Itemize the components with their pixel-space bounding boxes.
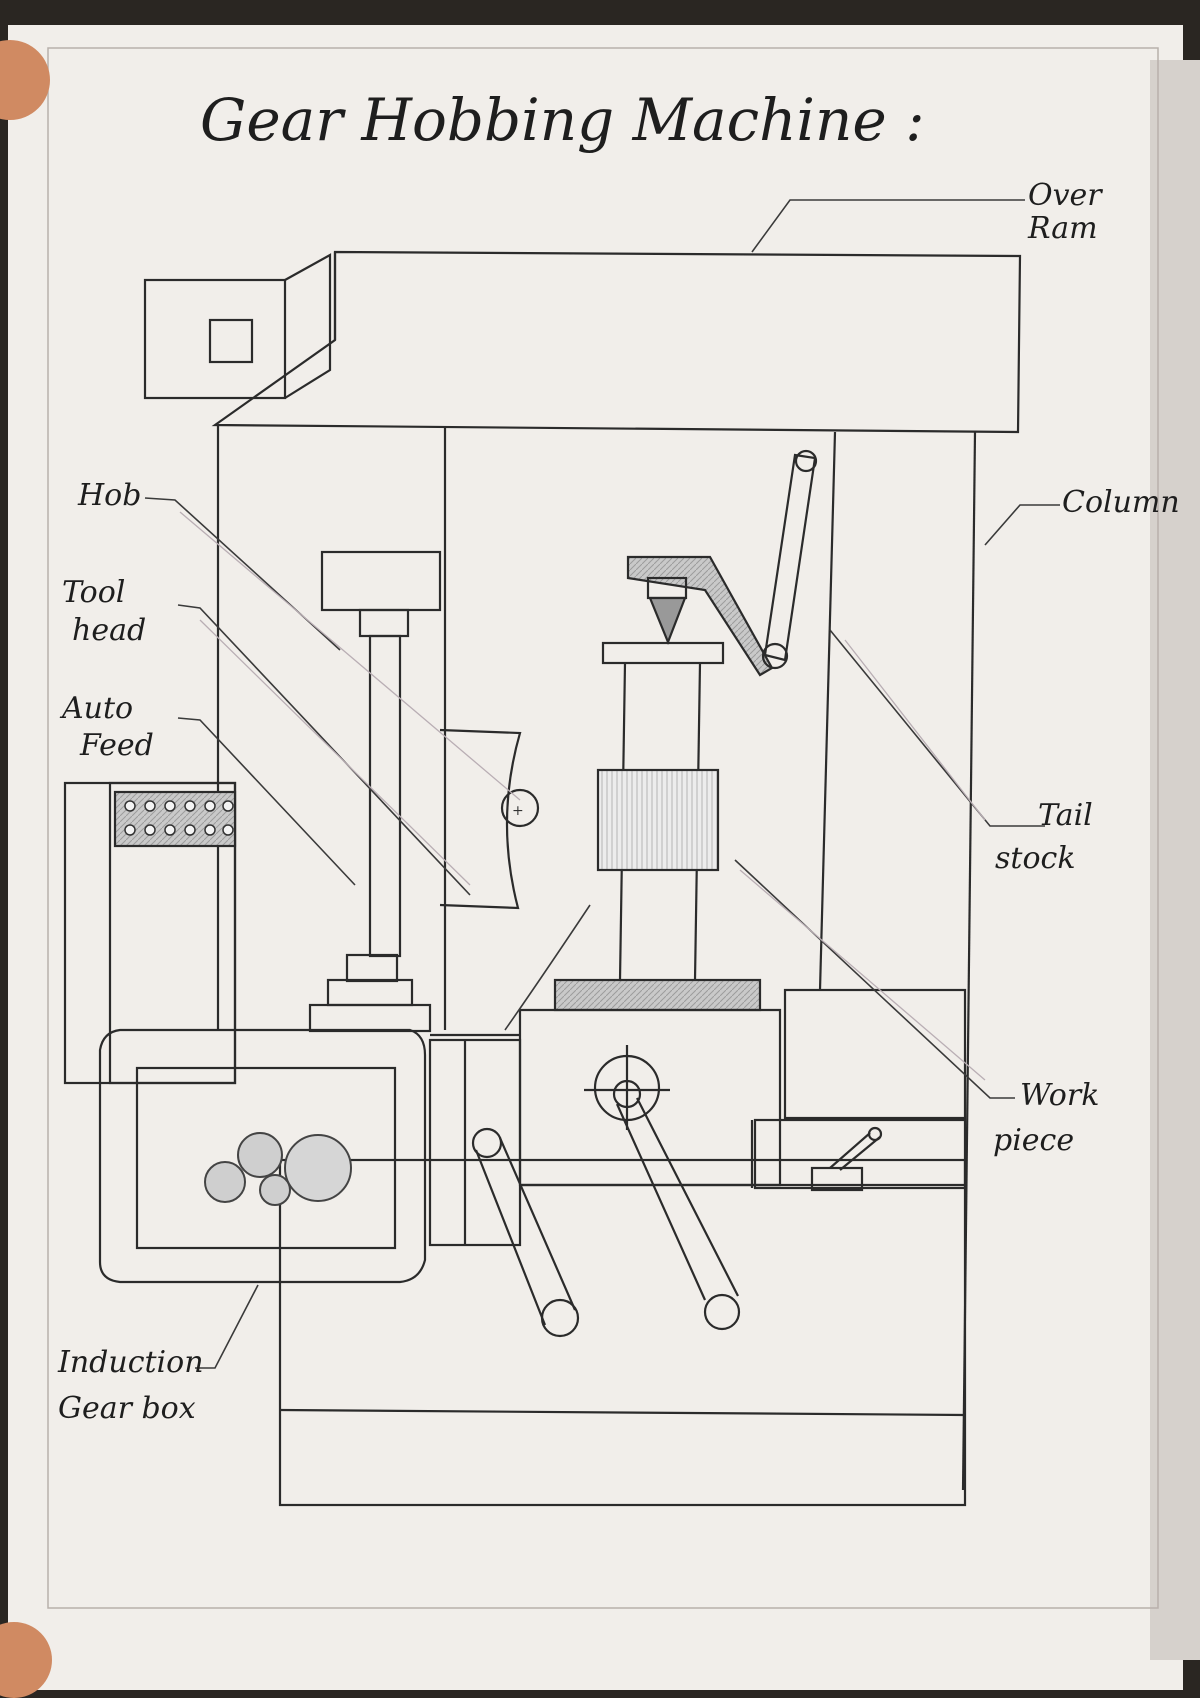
leader-lines	[144, 199, 1060, 1369]
feed-rod	[471, 1127, 580, 1338]
label-auto: Auto	[59, 691, 133, 726]
label-tail: Tail	[1038, 798, 1093, 833]
label-ram: Ram	[1027, 211, 1098, 246]
hob-centre-mark: +	[512, 803, 524, 819]
page-title: Gear Hobbing Machine :	[200, 86, 925, 154]
page-margin-box	[47, 47, 1159, 1609]
label-feed: Feed	[79, 728, 154, 763]
label-over: Over	[1028, 178, 1103, 213]
induction-gear-box	[98, 1028, 427, 1284]
label-work: Work	[1020, 1078, 1099, 1113]
machine-base	[278, 1008, 967, 1507]
finger-top	[0, 40, 50, 120]
drive-motor	[143, 253, 332, 400]
over-ram	[211, 250, 1022, 434]
hob: +	[439, 728, 540, 910]
table-spindle	[584, 1045, 741, 1331]
label-stock: stock	[995, 841, 1076, 876]
work-piece	[553, 641, 762, 1012]
finger-bottom	[0, 1622, 52, 1698]
label-hob: Hob	[77, 478, 141, 513]
tail-stock	[626, 449, 818, 677]
label-gear-box: Gear box	[58, 1391, 196, 1426]
label-tool: Tool	[62, 575, 125, 610]
label-induction: Induction	[57, 1345, 204, 1380]
label-head: head	[72, 613, 146, 648]
label-piece: piece	[993, 1123, 1074, 1158]
tool-head	[308, 550, 442, 1033]
auto-feed-panel	[63, 781, 237, 1085]
label-column: Column	[1062, 485, 1180, 520]
